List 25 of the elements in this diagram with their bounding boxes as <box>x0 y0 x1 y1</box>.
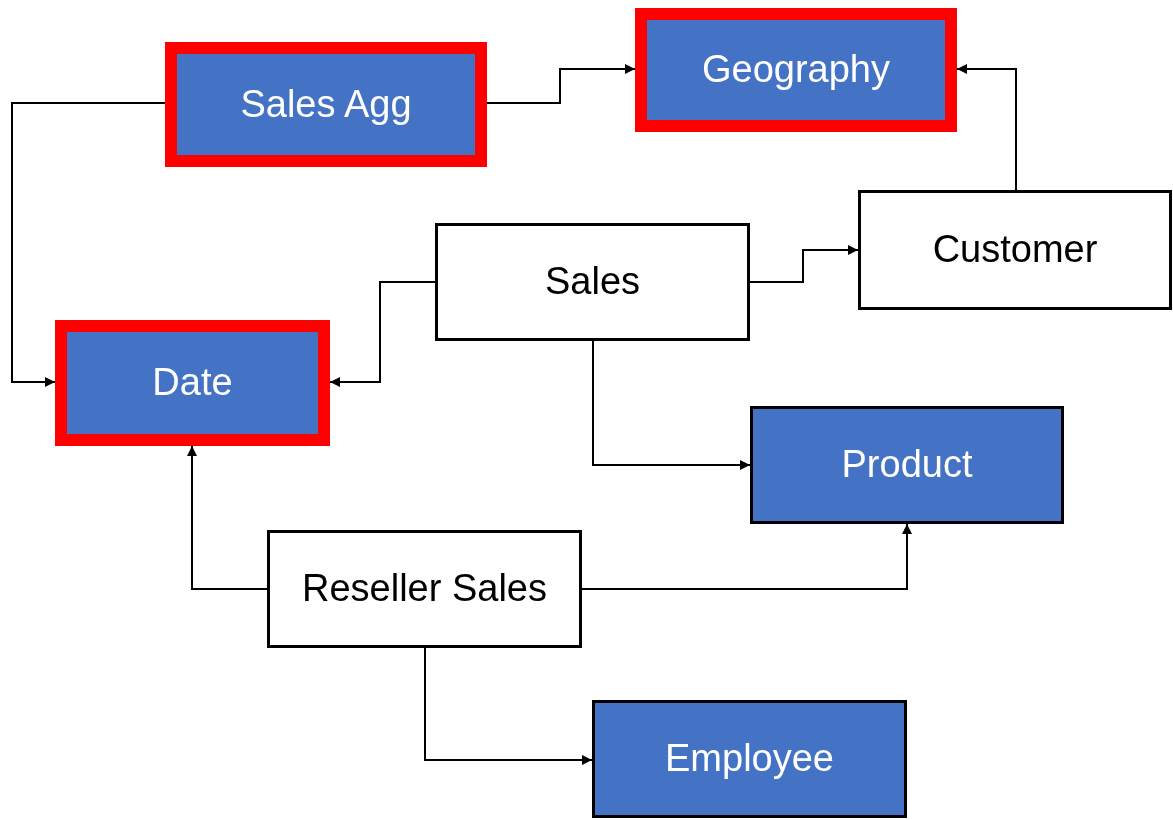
arrow <box>581 523 912 590</box>
arrow <box>424 647 593 765</box>
arrow <box>592 340 751 470</box>
table-name: Employee <box>665 736 834 782</box>
arrow <box>11 102 166 387</box>
table-name: Product <box>841 442 973 488</box>
arrow <box>749 245 859 283</box>
fact-table-box <box>858 190 1172 310</box>
dimension-table-box <box>635 8 957 132</box>
table-name: Date <box>152 360 233 406</box>
dimension-table-box <box>750 406 1064 524</box>
dimension-table-box <box>592 700 907 818</box>
dimension-table-box <box>55 320 330 446</box>
fact-table-box <box>267 530 582 648</box>
fact-table-box <box>435 223 750 341</box>
table-name: Customer <box>932 227 1098 273</box>
arrow <box>956 64 1017 191</box>
arrow <box>329 281 436 387</box>
table-name: Sales Agg <box>240 81 412 127</box>
table-name: Sales <box>544 259 641 305</box>
table-name: Geography <box>702 47 890 93</box>
dimension-table-box <box>165 42 487 167</box>
arrow <box>187 445 268 590</box>
arrow <box>486 64 636 104</box>
table-name: Reseller Sales <box>302 566 547 612</box>
